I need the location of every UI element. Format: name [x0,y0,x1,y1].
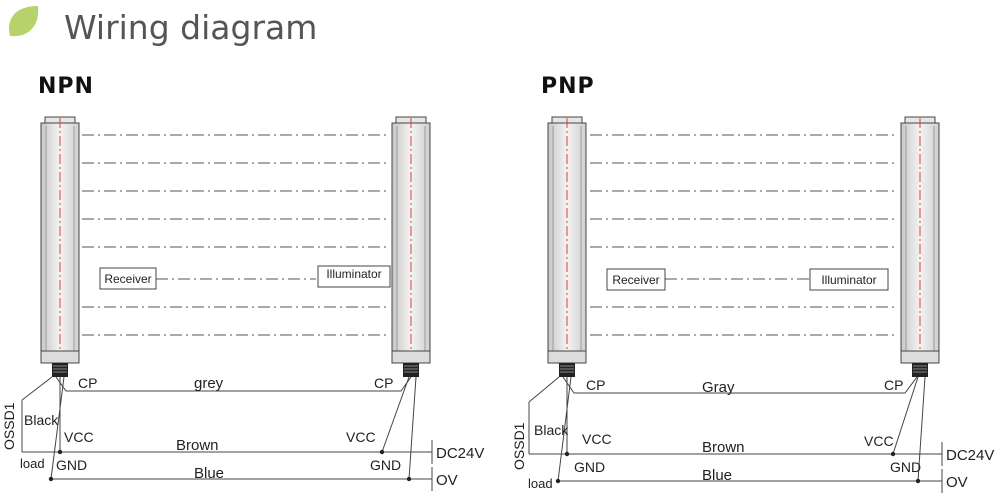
npn-wires [21,376,433,491]
npn-gnd-right: GND [370,457,401,473]
npn-gnd-left: GND [56,457,87,473]
pnp-ov-label: OV [946,474,968,491]
pnp-gnd-right: GND [890,459,921,475]
pnp-illuminator-label-box: Illuminator [809,268,889,291]
npn-receiver-bar [40,116,80,364]
pnp-cp-right: CP [884,377,903,393]
npn-heading: NPN [38,74,94,99]
npn-ov-label: OV [436,472,458,489]
npn-dc24v-label: DC24V [436,445,484,462]
pnp-panel: Receiver Illuminator [511,116,994,493]
npn-illuminator-label-box: Illuminator [317,265,391,288]
pnp-black-label: Black [534,422,569,438]
pnp-junctions [555,451,921,484]
pnp-illuminator-label: Illuminator [821,273,876,287]
pnp-receiver-bar [547,116,587,364]
npn-cp-left: CP [78,375,97,391]
pnp-illuminator-bar [900,116,940,364]
pnp-dc24v-label: DC24V [946,447,994,464]
npn-panel: Receiver Illuminator [1,116,484,491]
npn-receiver-label-box: Receiver [99,267,157,290]
pnp-illuminator-connector [912,363,928,377]
pnp-cp-wire-label: Gray [702,379,735,396]
leaf-logo-icon [9,6,39,37]
npn-receiver-label: Receiver [104,272,151,286]
pnp-gnd-wire-label: Blue [702,467,732,484]
pnp-vcc-left: VCC [582,431,612,447]
npn-receiver-connector [52,363,68,377]
npn-illuminator-bar [391,116,431,364]
pnp-heading: PNP [541,74,595,99]
pnp-gnd-left: GND [574,459,605,475]
pnp-cp-left: CP [586,377,605,393]
pnp-vcc-right: VCC [864,433,894,449]
npn-vcc-right: VCC [346,429,376,445]
npn-load-label: load [20,456,45,471]
npn-illuminator-connector [403,363,419,377]
pnp-ossd-label: OSSD1 [511,422,527,470]
npn-beams [82,134,390,336]
npn-vcc-wire-label: Brown [176,437,219,454]
npn-cp-right: CP [374,375,393,391]
pnp-vcc-wire-label: Brown [702,439,745,456]
pnp-beams [590,134,898,336]
npn-black-label: Black [24,412,59,428]
pnp-receiver-connector [559,363,575,377]
npn-ossd-label: OSSD1 [1,402,17,450]
pnp-wires [528,376,943,493]
pnp-receiver-label-box: Receiver [606,268,666,291]
pnp-receiver-label: Receiver [612,273,659,287]
npn-gnd-wire-label: Blue [194,465,224,482]
npn-junctions [48,449,412,482]
page-title: Wiring diagram [64,8,318,47]
pnp-load-label: load [528,476,553,491]
npn-illuminator-label: Illuminator [326,267,381,281]
npn-cp-wire-label: grey [194,375,224,392]
npn-vcc-left: VCC [64,429,94,445]
